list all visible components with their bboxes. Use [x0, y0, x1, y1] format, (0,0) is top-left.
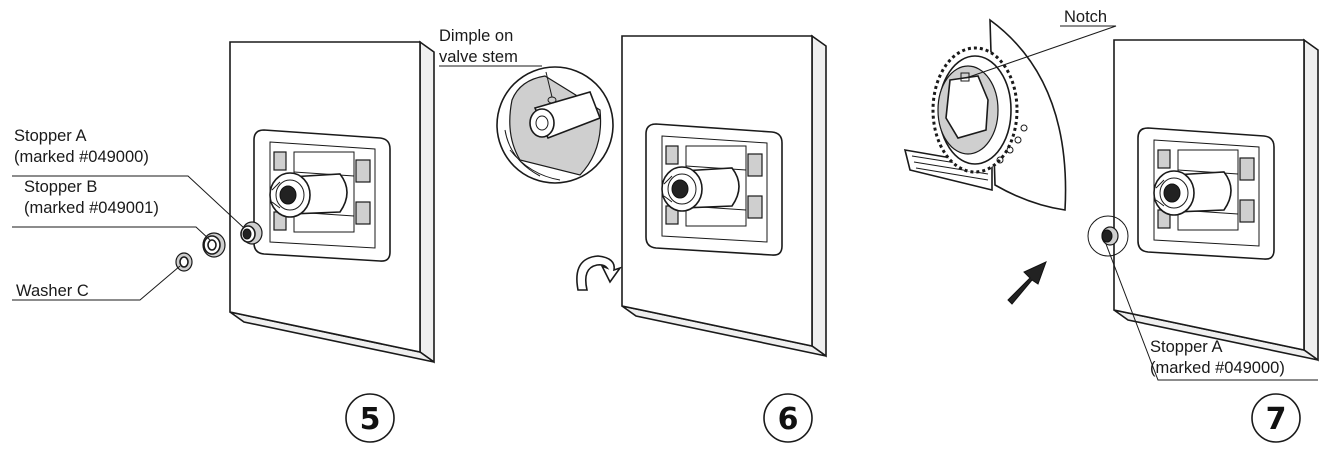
stopper-a-part — [240, 221, 263, 245]
leader-notch — [965, 25, 1117, 79]
wall-panel-6 — [621, 35, 827, 357]
step-7: Notch Stopper A (marked #049000) 7 — [903, 8, 1319, 443]
label-stopper-a-line1: Stopper A — [14, 127, 86, 145]
direction-arrow-icon — [1007, 261, 1047, 305]
label-washer-c: Washer C — [16, 282, 89, 300]
step-number-badge-5 — [345, 393, 395, 443]
step-number-5: 5 — [360, 402, 381, 437]
label-dimple-line2: valve stem — [439, 48, 518, 66]
leader-stopper-a-5 — [12, 175, 245, 229]
leader-stopper-a-7 — [1105, 243, 1318, 381]
label-stopper-a-7-line2: (marked #049000) — [1150, 359, 1285, 377]
wall-panel-7 — [1113, 39, 1319, 361]
step-number-7: 7 — [1266, 402, 1287, 437]
label-dimple-line1: Dimple on — [439, 27, 513, 45]
step-6: Dimple on valve stem 6 — [439, 27, 827, 443]
wall-panel-5 — [229, 41, 435, 363]
dimple-detail — [496, 66, 614, 184]
stopper-a-highlight — [1087, 215, 1129, 257]
label-stopper-b-line2: (marked #049001) — [24, 199, 159, 217]
label-notch: Notch — [1064, 8, 1107, 26]
label-stopper-b-line1: Stopper B — [24, 178, 97, 196]
label-stopper-a-7-line1: Stopper A — [1150, 338, 1222, 356]
label-stopper-a-line2: (marked #049000) — [14, 148, 149, 166]
stopper-a-part-7 — [1101, 226, 1119, 246]
gear-detail — [903, 18, 1067, 211]
step-5: Stopper A (marked #049000) Stopper B (ma… — [12, 41, 435, 443]
step-number-badge-6 — [763, 393, 813, 443]
step-number-6: 6 — [778, 402, 799, 437]
rotate-arrow-icon — [576, 255, 623, 291]
leader-washer-c-5 — [12, 265, 181, 301]
washer-c-part — [175, 252, 193, 272]
step-number-badge-7 — [1251, 393, 1301, 443]
leader-stopper-b-5 — [12, 226, 211, 241]
